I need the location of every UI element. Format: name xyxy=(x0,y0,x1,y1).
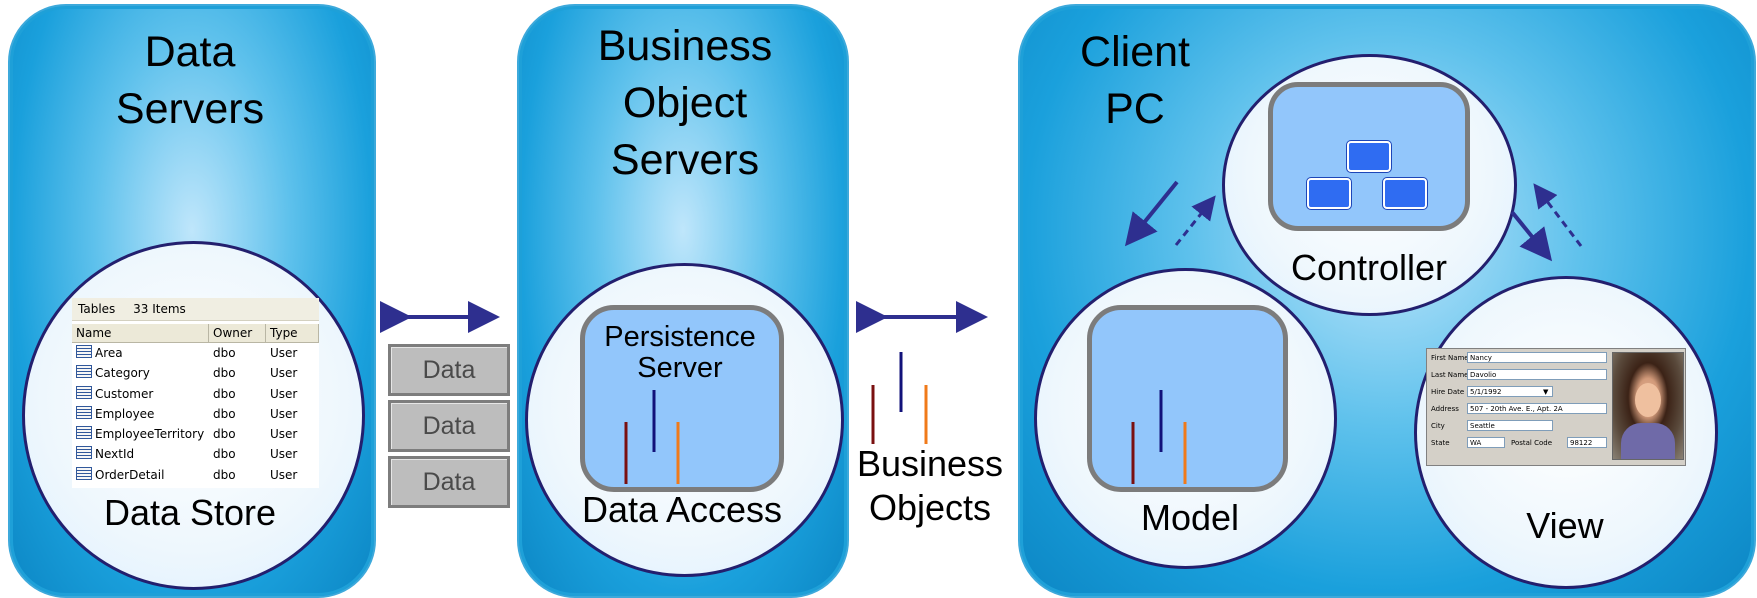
table-icon xyxy=(76,365,92,379)
client-pc-title: Client PC xyxy=(1080,28,1190,133)
tables-list-header: Tables 33 Items xyxy=(72,298,319,321)
photo-shirt xyxy=(1621,423,1675,459)
state-input[interactable]: WA xyxy=(1467,437,1505,448)
view-label: View xyxy=(1526,505,1604,546)
column-owner: Owner xyxy=(209,324,266,342)
persistence-server-box xyxy=(580,305,784,492)
table-icon xyxy=(76,405,92,419)
state-label: State xyxy=(1431,439,1450,447)
table-icon xyxy=(76,345,92,358)
controller-to-model-arrow xyxy=(1124,180,1179,247)
table-icon xyxy=(76,466,92,480)
first-name-input[interactable]: Nancy xyxy=(1467,352,1607,363)
business-objects-label: Business Objects xyxy=(856,443,1004,528)
address-input[interactable]: 507 - 20th Ave. E., Apt. 2A xyxy=(1467,403,1607,414)
persistence-server-label: Persistence Server xyxy=(604,321,756,384)
address-label: Address xyxy=(1431,405,1459,413)
city-input[interactable]: Seattle xyxy=(1467,420,1553,431)
data-servers-title: Data Servers xyxy=(115,28,265,133)
column-type: Type xyxy=(266,324,319,342)
business-objects-bars xyxy=(871,352,928,444)
model-bars xyxy=(1131,390,1187,484)
data-packet: Data xyxy=(388,456,510,508)
persistence-bars xyxy=(624,390,680,484)
table-icon xyxy=(76,446,92,460)
tables-label: Tables xyxy=(78,302,116,316)
last-name-label: Last Name xyxy=(1431,371,1469,379)
hire-date-label: Hire Date xyxy=(1431,388,1465,396)
model-to-controller-dashed-arrow xyxy=(1174,195,1216,246)
view-to-controller-dashed-arrow xyxy=(1533,183,1583,247)
postal-code-label: Postal Code xyxy=(1511,439,1553,447)
controller-node-icon xyxy=(1307,178,1351,209)
controller-label: Controller xyxy=(1290,247,1448,288)
photo-face xyxy=(1635,383,1661,417)
postal-code-input[interactable]: 98122 xyxy=(1567,437,1607,448)
city-label: City xyxy=(1431,422,1445,430)
column-name: Name xyxy=(72,324,209,342)
table-icon xyxy=(76,426,92,440)
controller-node-icon xyxy=(1383,178,1427,209)
controller-node-icon xyxy=(1347,141,1391,172)
data-store-label: Data Store xyxy=(103,492,277,533)
data-packet: Data xyxy=(388,400,510,452)
hire-date-input[interactable]: 5/1/1992 xyxy=(1467,386,1553,397)
business-object-servers-title: Business Object Servers xyxy=(597,22,773,184)
employee-photo xyxy=(1612,352,1684,460)
dropdown-arrow-icon[interactable]: ▼ xyxy=(1543,388,1549,396)
first-name-label: First Name xyxy=(1431,354,1469,362)
tables-column-header: Name Owner Type xyxy=(72,324,319,343)
data-access-label: Data Access xyxy=(581,489,783,530)
controller-to-view-arrow xyxy=(1510,210,1553,262)
model-box xyxy=(1087,305,1288,492)
tables-count: 33 Items xyxy=(133,302,186,316)
last-name-input[interactable]: Davolio xyxy=(1467,369,1607,380)
table-icon xyxy=(76,385,92,399)
data-packet: Data xyxy=(388,344,510,396)
model-label: Model xyxy=(1140,497,1240,538)
employee-form: First Name Nancy Last Name Davolio Hire … xyxy=(1426,348,1686,466)
